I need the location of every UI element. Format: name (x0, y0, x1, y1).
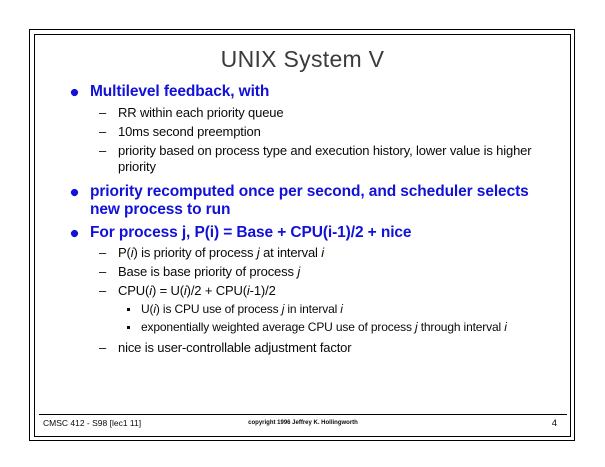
dash-bullet-icon: – (99, 245, 107, 260)
dot-bullet-icon (127, 326, 130, 329)
bullet-text: For process j, P(i) = Base + CPU(i-1)/2 … (90, 223, 412, 241)
sub-bullet-text: 10ms second preemption (118, 123, 261, 139)
sub-bullet-text: nice is user-controllable adjustment fac… (118, 339, 352, 355)
sub-bullet-priority-basis: – priority based on process type and exe… (69, 143, 558, 176)
sub-bullet-preemption: – 10ms second preemption (69, 124, 558, 141)
slide-inner-frame: UNIX System V Multilevel feedback, with … (34, 34, 571, 437)
bullet-priority-formula: For process j, P(i) = Base + CPU(i-1)/2 … (69, 224, 558, 243)
slide-body: Multilevel feedback, with – RR within ea… (69, 83, 558, 359)
footer-page-number: 4 (551, 418, 557, 429)
dash-bullet-icon: – (99, 339, 107, 355)
sub-bullet-base: – Base is base priority of process j (69, 264, 558, 281)
sub-bullet-text: priority based on process type and execu… (118, 142, 532, 175)
sub-sub-bullet-exponential-average: exponentially weighted average CPU use o… (69, 320, 558, 336)
dash-bullet-icon: – (99, 264, 107, 279)
dash-bullet-icon: – (99, 283, 107, 298)
bullet-multilevel-feedback: Multilevel feedback, with (69, 83, 558, 102)
bullet-text: Multilevel feedback, with (90, 83, 270, 100)
dash-bullet-icon: – (99, 142, 107, 158)
sub-sub-bullet-text: exponentially weighted average CPU use o… (141, 320, 507, 334)
sub-bullet-cpu-formula: – CPU(i) = U(i)/2 + CPU(i-1)/2 (69, 283, 558, 300)
sub-bullet-p-of-i: – P(i) is priority of process j at inter… (69, 245, 558, 262)
diamond-bullet-icon (69, 228, 80, 238)
dash-bullet-icon: – (99, 104, 107, 120)
dash-bullet-icon: – (99, 123, 107, 139)
slide-footer: CMSC 412 - S98 [lec1 11] copyright 1996 … (39, 414, 567, 433)
sub-bullet-text: Base is base priority of process j (118, 264, 301, 279)
footer-copyright-label: copyright 1996 Jeffrey K. Hollingworth (248, 420, 358, 426)
bullet-priority-recomputed: priority recomputed once per second, and… (69, 183, 558, 220)
slide-outer-frame: UNIX System V Multilevel feedback, with … (29, 29, 575, 441)
bullet-text: priority recomputed once per second, and… (90, 182, 529, 219)
sub-bullet-text: P(i) is priority of process j at interva… (118, 245, 324, 260)
sub-bullet-nice: – nice is user-controllable adjustment f… (69, 340, 558, 357)
footer-course-label: CMSC 412 - S98 [lec1 11] (43, 418, 142, 428)
sub-sub-bullet-u-of-i: U(i) is CPU use of process j in interval… (69, 302, 558, 318)
diamond-bullet-icon (69, 187, 80, 197)
sub-bullet-text: RR within each priority queue (118, 104, 284, 120)
diamond-bullet-icon (69, 87, 80, 98)
sub-sub-bullet-text: U(i) is CPU use of process j in interval… (141, 302, 343, 316)
sub-bullet-text: CPU(i) = U(i)/2 + CPU(i-1)/2 (118, 283, 276, 298)
dot-bullet-icon (127, 308, 130, 311)
slide-title: UNIX System V (220, 46, 385, 72)
sub-bullet-rr-queue: – RR within each priority queue (69, 105, 558, 122)
